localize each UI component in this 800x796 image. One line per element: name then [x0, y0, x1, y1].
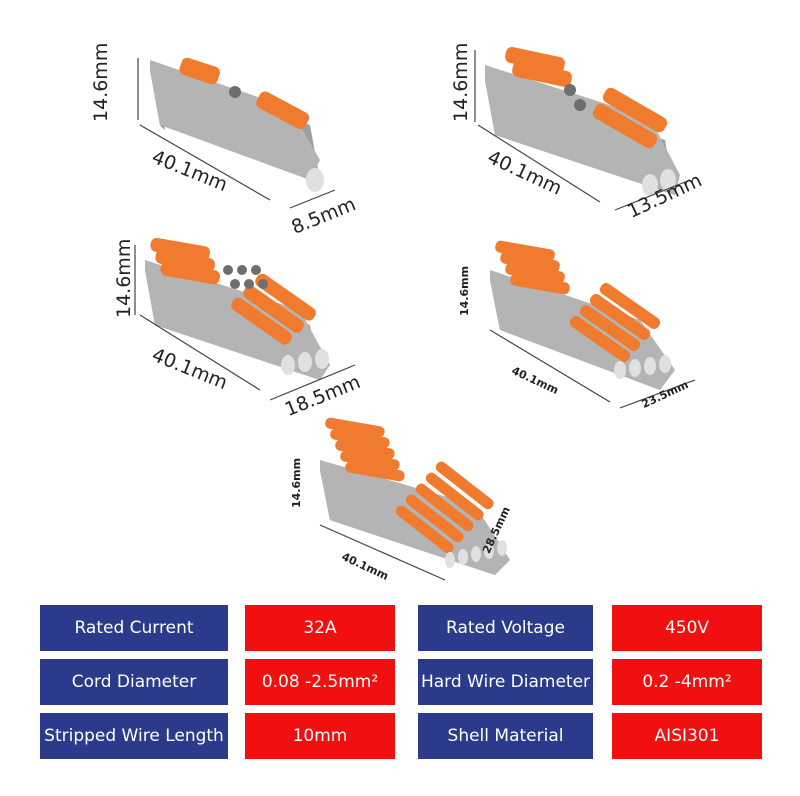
- spec-label-rated-current: Rated Current: [40, 605, 228, 651]
- spec-label-rated-voltage: Rated Voltage: [418, 605, 593, 651]
- spec-value-stripped-wire-length: 10mm: [245, 713, 395, 759]
- connector-2-pole-large: [474, 47, 691, 211]
- height-label: 14.6mm: [450, 42, 472, 122]
- spec-label-cord-diameter: Cord Diameter: [40, 659, 228, 705]
- spec-value-rated-current: 32A: [245, 605, 395, 651]
- spec-label-hard-wire-diameter: Hard Wire Diameter: [418, 659, 593, 705]
- spec-label-shell-material: Shell Material: [418, 713, 593, 759]
- connector-3-pole: [134, 237, 356, 401]
- spec-value-rated-voltage: 450V: [612, 605, 762, 651]
- spec-value-shell-material: AISI301: [612, 713, 762, 759]
- spec-label-stripped-wire-length: Stripped Wire Length: [40, 713, 228, 759]
- height-label: 14.6mm: [90, 42, 112, 122]
- connector-2-pole-small: [137, 57, 336, 209]
- height-label: 14.6mm: [113, 238, 135, 318]
- height-label: 14.6mm: [290, 457, 303, 508]
- connector-5-pole: [319, 417, 510, 581]
- spec-value-cord-diameter: 0.08 -2.5mm²: [245, 659, 395, 705]
- height-label: 14.6mm: [458, 265, 471, 316]
- spec-value-hard-wire-diameter: 0.2 -4mm²: [612, 659, 762, 705]
- connector-4-pole: [489, 240, 696, 409]
